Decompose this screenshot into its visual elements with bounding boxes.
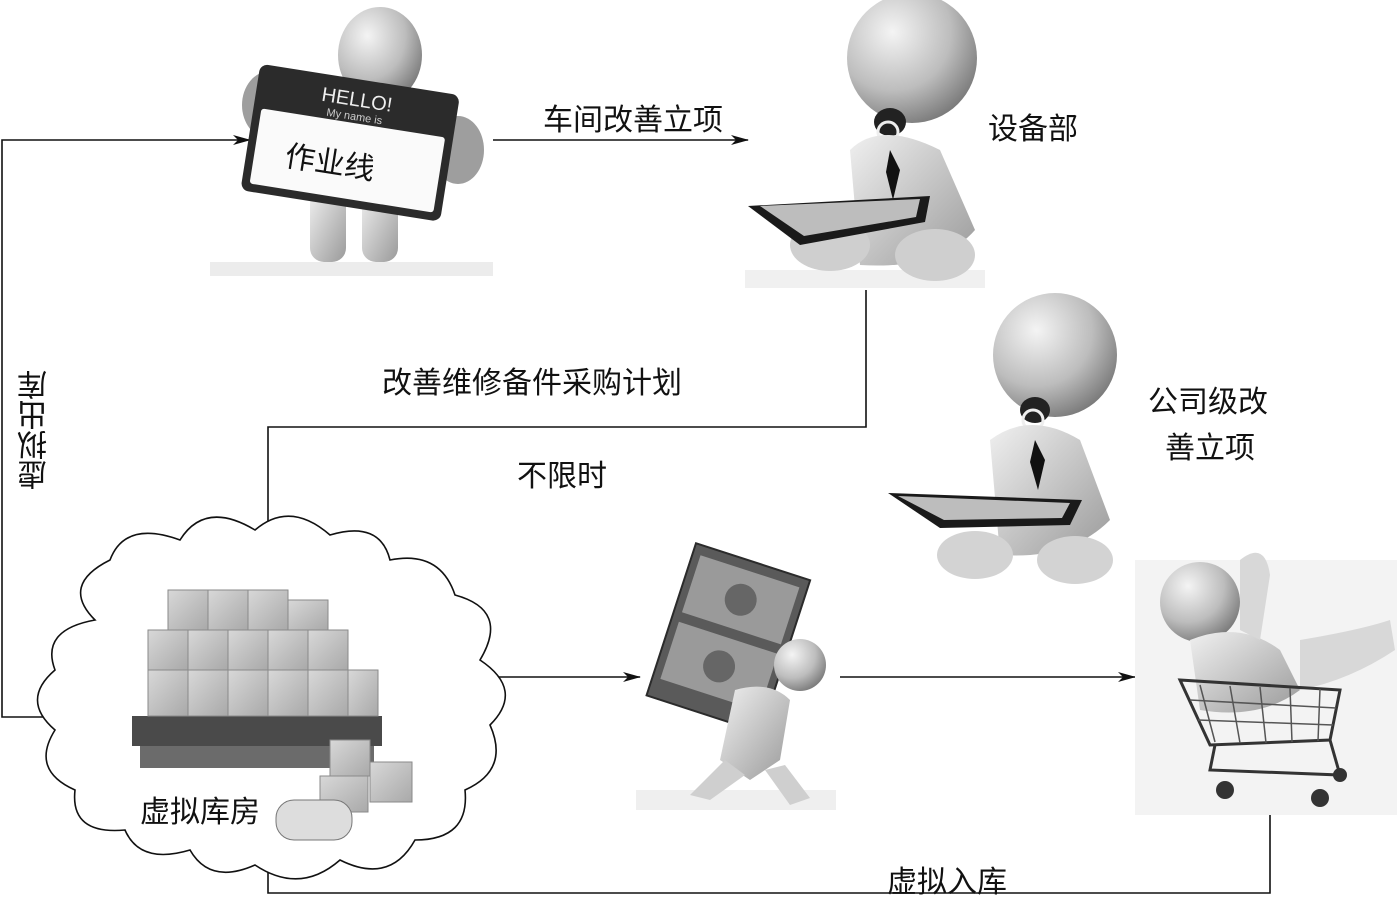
person-carrying-money-icon — [636, 541, 836, 810]
boxes-on-pallet-icon — [132, 589, 413, 841]
company-dept-person-with-tablet-icon — [888, 293, 1117, 584]
person-in-shopping-cart-icon — [1135, 552, 1397, 815]
company-project-label-line2: 善立项 — [1165, 431, 1255, 466]
purchase-plan-label: 改善维修备件采购计划 — [382, 366, 682, 401]
workshop-project-label: 车间改善立项 — [543, 103, 723, 138]
virtual-inbound-label: 虚拟入库 — [887, 865, 1007, 897]
company-project-label-line1: 公司级改 — [1148, 385, 1268, 420]
virtual-warehouse-label: 虚拟库房 — [140, 795, 260, 830]
virtual-outbound-label: 虚拟出库 — [18, 370, 53, 490]
unlimited-time-label: 不限时 — [517, 459, 607, 494]
arrow-purchase-plan — [263, 290, 867, 561]
equipment-dept-label: 设备部 — [988, 112, 1078, 147]
arrow-virtual-outbound — [1, 135, 251, 718]
person-holding-name-sign-icon: HELLO! My name is 作业线 — [210, 7, 493, 276]
equipment-dept-person-with-tablet-icon — [745, 0, 985, 288]
